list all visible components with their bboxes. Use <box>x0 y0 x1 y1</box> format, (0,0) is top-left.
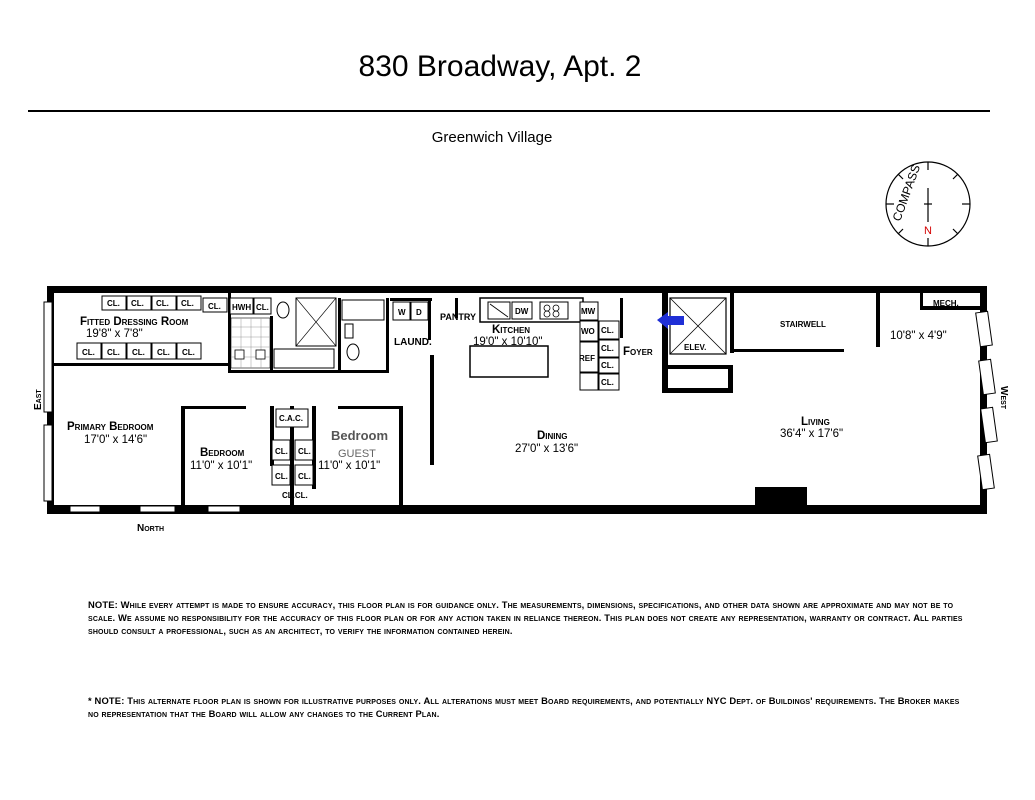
guest-bedroom-ghost-label: GUEST <box>338 448 376 460</box>
cac-label: C.A.C. <box>279 414 303 423</box>
closet-label: CL. <box>107 299 120 308</box>
foyer-name: Foyer <box>623 346 653 358</box>
microwave-label: MW <box>581 307 596 316</box>
closet-label: CL. <box>601 344 614 353</box>
closet-label: CL. <box>132 348 145 357</box>
dressing-closets-top <box>101 295 228 313</box>
guest-bedroom-dims: 11'0" x 10'1" <box>318 460 380 472</box>
closet-label: CL. <box>298 447 311 456</box>
dressing-room-name: Fitted Dressing Room <box>80 316 189 328</box>
closet-label: CL. <box>156 299 169 308</box>
primary-bathroom <box>230 297 337 369</box>
closet-label: CL. <box>131 299 144 308</box>
closet-label: CL. <box>82 348 95 357</box>
laundry-label: LAUND. <box>394 337 432 348</box>
disclaimer-note: NOTE: While every attempt is made to ens… <box>88 599 963 636</box>
second-bathroom <box>341 299 385 361</box>
wall-oven-label: WO <box>581 327 595 336</box>
neighborhood-subtitle: Greenwich Village <box>431 129 553 146</box>
closet-label: CL. <box>157 348 170 357</box>
living-dims: 36'4" x 17'6" <box>780 428 843 440</box>
closet-label: CL. <box>275 472 288 481</box>
primary-bedroom-dims: 17'0" x 14'6" <box>84 434 147 446</box>
closet-label: CL. <box>208 302 221 311</box>
east-label: East <box>33 389 44 410</box>
dining-name: Dining <box>537 430 568 442</box>
closet-label: CL. <box>181 299 194 308</box>
west-label: West <box>998 386 1009 410</box>
pantry-label: PANTRY <box>440 312 476 322</box>
compass-north-label: N <box>924 225 932 237</box>
washer-label: W <box>398 308 406 317</box>
stairwell-label: STAIRWELL <box>780 320 826 329</box>
closet-label: CL. <box>298 472 311 481</box>
kitchen-name: Kitchen <box>492 324 530 336</box>
kitchen-dims: 19'0" x 10'10" <box>473 336 542 348</box>
north-windows <box>69 505 241 513</box>
closet-label: CL. <box>182 348 195 357</box>
living-name: Living <box>801 416 830 428</box>
bedroom-dims: 11'0" x 10'1" <box>190 460 252 472</box>
alteration-note: * NOTE: This alternate floor plan is sho… <box>88 695 960 719</box>
closet-pair-label: CL.CL. <box>282 491 308 500</box>
dining-dims: 27'0" x 13'6" <box>515 443 578 455</box>
page-title: 830 Broadway, Apt. 2 <box>358 50 642 83</box>
dressing-closets-bottom <box>76 342 202 360</box>
dressing-room-dims: 19'8" x 7'8" <box>86 328 143 340</box>
hwh-label: HWH <box>232 303 251 312</box>
compass-label: COMPASS <box>890 163 923 223</box>
mech-label: MECH. <box>933 299 959 308</box>
closet-label: CL. <box>601 326 614 335</box>
closet-label: CL. <box>275 447 288 456</box>
mech-dims: 10'8" x 4'9" <box>890 330 947 342</box>
elevator-shaft <box>669 297 727 355</box>
closet-label: CL. <box>107 348 120 357</box>
dishwasher-label: DW <box>515 307 529 316</box>
north-label: North <box>137 523 164 534</box>
refrigerator-label: REF <box>579 354 595 363</box>
closet-label: CL. <box>601 378 614 387</box>
east-windows <box>43 301 53 502</box>
title-divider <box>28 110 990 112</box>
primary-bedroom-name: Primary Bedroom <box>67 421 154 433</box>
compass-rose: COMPASS N <box>885 161 971 247</box>
entry-arrow-icon <box>657 312 684 329</box>
guest-bedroom-name: Bedroom <box>331 428 388 443</box>
closet-label: CL. <box>601 361 614 370</box>
dryer-label: D <box>416 308 422 317</box>
bedroom-name: Bedroom <box>200 447 245 459</box>
west-windows <box>975 310 998 491</box>
closet-label: CL. <box>256 303 269 312</box>
elevator-label: ELEV. <box>684 343 706 352</box>
